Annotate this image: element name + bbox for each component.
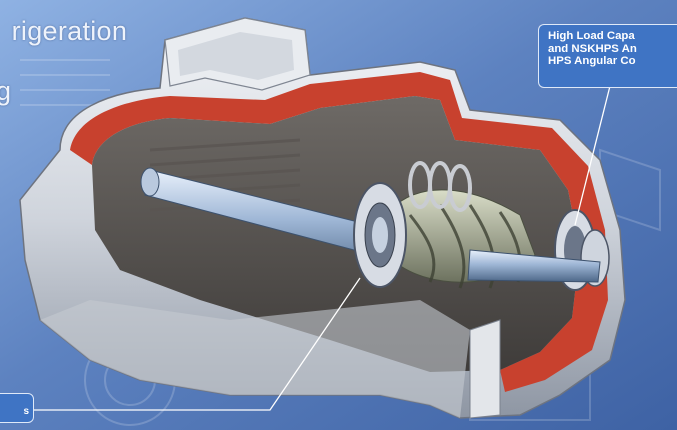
page-title: rigeration g [0, 0, 127, 136]
bearing-callout-top: High Load Capa and NSKHPS An HPS Angular… [538, 24, 677, 88]
callout-top-line-1: High Load Capa [548, 30, 635, 42]
title-line-1: rigeration [11, 16, 128, 46]
bearing-callout-bottom: s [0, 393, 34, 423]
callout-top-line-2: and NSKHPS An [548, 42, 637, 55]
callout-top-line-3: HPS Angular Co [548, 55, 636, 67]
title-line-2: g [0, 76, 12, 106]
callout-bottom-label: s [23, 406, 29, 417]
